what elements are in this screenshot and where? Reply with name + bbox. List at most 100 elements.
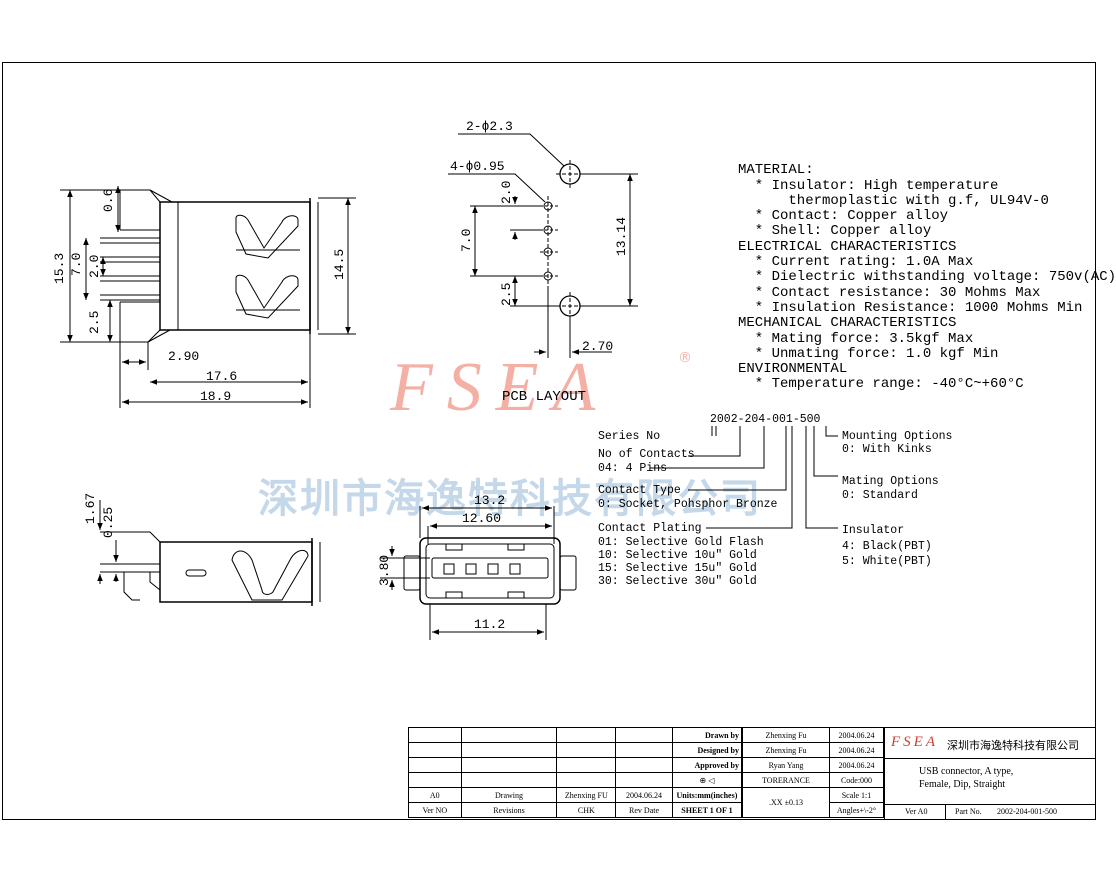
- col-revisions: Revisions: [460, 802, 558, 818]
- insulator-title: Insulator: [842, 524, 905, 537]
- code-label: Code:000: [829, 772, 884, 788]
- series-label: Series No: [598, 430, 661, 443]
- version-label: Ver A0: [905, 807, 928, 816]
- spec-line: ENVIRONMENTAL: [738, 361, 848, 378]
- contacts-title: No of Contacts: [598, 448, 695, 461]
- contact-type-title: Contact Type: [598, 484, 681, 497]
- part-number-code: 2002-204-001-500: [710, 413, 821, 426]
- drawn-by-name: Zhenxing Fu: [742, 727, 830, 743]
- title-block-company-name: 深圳市海逸特科技有限公司: [947, 739, 1079, 752]
- pcb-dim-7.0: 7.0: [459, 229, 474, 252]
- approved-by-name: Ryan Yang: [742, 757, 830, 773]
- contact-plating-option: 10: Selective 10u" Gold: [598, 549, 757, 562]
- spec-line: * Current rating: 1.0A Max: [738, 254, 974, 271]
- designed-by-name: Zhenxing Fu: [742, 742, 830, 758]
- contacts-value: 04: 4 Pins: [598, 462, 668, 475]
- end-dim-11.2: 11.2: [474, 617, 505, 632]
- side-view: [97, 500, 321, 606]
- rev-ver: A0: [408, 787, 462, 803]
- front-dim-18.9: 18.9: [200, 389, 231, 404]
- col-ver-no: Ver NO: [408, 802, 462, 818]
- pcb-dim-13.14: 13.14: [614, 217, 629, 256]
- contact-type-value: 0: Socket, Pohsphor Bronze: [598, 498, 778, 511]
- mounting-options-value: 0: With Kinks: [842, 443, 932, 456]
- angles-label: Angles+\-2°: [829, 802, 884, 818]
- drawn-date: 2004.06.24: [829, 727, 884, 743]
- mating-options-value: 0: Standard: [842, 489, 918, 502]
- part-no-label: Part No.: [955, 807, 982, 816]
- spec-line: * Mating force: 3.5kgf Max: [738, 330, 974, 347]
- description-line-2: Female, Dip, Straight: [919, 779, 1006, 790]
- contact-plating-title: Contact Plating: [598, 522, 702, 535]
- description-line-1: USB connector, A type,: [919, 766, 1014, 777]
- spec-line: ELECTRICAL CHARACTERISTICS: [738, 238, 957, 255]
- approved-by-label: Approved by: [671, 757, 743, 773]
- rev-chk: Zhenxing FU: [556, 787, 617, 803]
- tolerance-value: .XX ±0.13: [742, 787, 830, 818]
- front-dim-14.5: 14.5: [332, 249, 347, 280]
- spec-line: * Insulator: High temperature: [738, 177, 999, 194]
- pcb-hole-small-label: 4-ϕ0.95: [450, 159, 505, 174]
- part-number-tree: [650, 426, 838, 529]
- insulator-option: 5: White(PBT): [842, 555, 932, 568]
- spec-line: * Contact resistance: 30 Mohms Max: [738, 284, 1041, 301]
- pcb-layout-label: PCB LAYOUT: [502, 389, 586, 405]
- spec-line: * Temperature range: -40°C~+60°C: [738, 376, 1024, 393]
- end-dim-13.2: 13.2: [474, 493, 505, 508]
- pcb-hole-large-label: 2-ϕ2.3: [466, 119, 513, 134]
- watermark-logo: FSEA: [390, 349, 610, 426]
- col-chk: CHK: [556, 802, 617, 818]
- specifications: MATERIAL: * Insulator: High temperature …: [738, 148, 1116, 408]
- designed-date: 2004.06.24: [829, 742, 884, 758]
- watermark-registered-mark: ®: [678, 350, 692, 366]
- insulator-option: 4: Black(PBT): [842, 540, 932, 553]
- spec-line: * Shell: Copper alloy: [738, 223, 932, 240]
- pcb-dim-2.0: 2.0: [499, 181, 514, 204]
- watermark-company-name: 深圳市海逸特科技有限公司: [258, 476, 762, 522]
- front-dim-2.90: 2.90: [168, 349, 199, 364]
- designed-by-label: Designed by: [671, 742, 743, 758]
- drawing-frame: [2, 62, 1096, 820]
- side-dim-1.67: 1.67: [83, 493, 98, 524]
- spec-line: * Unmating force: 1.0 kgf Min: [738, 345, 999, 362]
- tolerance-label: TORERANCE: [742, 772, 830, 788]
- approved-date: 2004.06.24: [829, 757, 884, 773]
- part-no-value: 2002-204-001-500: [997, 807, 1057, 816]
- spec-line: MATERIAL:: [738, 162, 814, 179]
- spec-line: MECHANICAL CHARACTERISTICS: [738, 315, 957, 332]
- front-dim-2.0: 2.0: [87, 255, 102, 278]
- col-rev-date: Rev Date: [615, 802, 673, 818]
- projection-symbol: ⊕ ◁: [671, 772, 743, 788]
- drawn-by-label: Drawn by: [671, 727, 743, 743]
- front-dim-7.0: 7.0: [69, 253, 84, 276]
- rev-revision: Drawing: [460, 787, 558, 803]
- mounting-options-title: Mounting Options: [842, 430, 953, 443]
- end-dim-12.60: 12.60: [462, 511, 501, 526]
- contact-plating-option: 30: Selective 30u" Gold: [598, 575, 757, 588]
- mating-options-title: Mating Options: [842, 475, 939, 488]
- rev-date: 2004.06.24: [615, 787, 673, 803]
- scale-label: Scale 1:1: [829, 787, 884, 803]
- pcb-layout: [448, 133, 638, 358]
- front-dim-0.6: 0.6: [101, 189, 116, 212]
- spec-line: * Contact: Copper alloy: [738, 208, 949, 225]
- title-block-company: FSEA 深圳市海逸特科技有限公司 USB connector, A type,…: [884, 727, 1096, 820]
- front-dim-17.6: 17.6: [206, 369, 237, 384]
- title-block-logo: FSEA: [891, 734, 938, 750]
- front-dim-2.5: 2.5: [87, 311, 102, 334]
- pcb-dim-2.70: 2.70: [582, 339, 613, 354]
- spec-line: * Insulation Resistance: 1000 Mohms Min: [738, 299, 1083, 316]
- spec-line: * Dielectric withstanding voltage: 750v(…: [738, 269, 1116, 286]
- contact-plating-option: 01: Selective Gold Flash: [598, 536, 764, 549]
- spec-line: thermoplastic with g.f, UL94V-0: [738, 192, 1049, 209]
- front-view: [60, 186, 356, 408]
- contact-plating-option: 15: Selective 15u" Gold: [598, 562, 757, 575]
- end-view: [380, 505, 577, 640]
- sheet-label: SHEET 1 OF 1: [671, 802, 743, 818]
- side-dim-0.25: 0.25: [101, 507, 116, 538]
- front-dim-15.3: 15.3: [52, 253, 67, 284]
- pcb-dim-2.5: 2.5: [499, 283, 514, 306]
